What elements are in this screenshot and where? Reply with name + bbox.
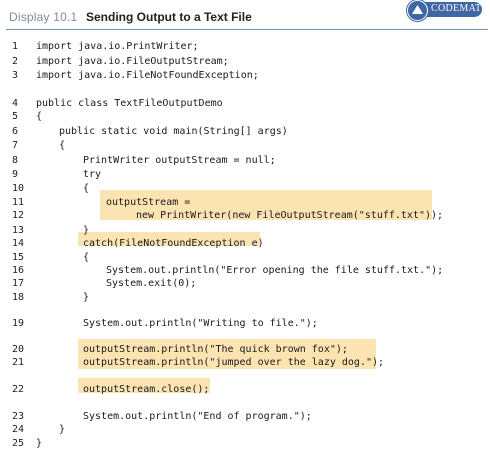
display-header: Display 10.1 Sending Output to a Text Fi… [0, 0, 490, 32]
code-line: 1 import java.io.PrintWriter; [0, 41, 490, 54]
code-text: new PrintWriter(new FileOutputStream("st… [136, 210, 444, 221]
code-line: 2 import java.io.FileOutputStream; [0, 56, 490, 69]
code-text: PrintWriter outputStream = null; [83, 155, 276, 166]
code-text: } [83, 225, 90, 236]
code-line: 14 catch(FileNotFoundException e) [0, 238, 490, 251]
code-line: 5{ [0, 111, 490, 124]
badge-label: CODEMATE [431, 3, 488, 14]
code-line: 7{ [0, 140, 490, 153]
code-line: 9 try [0, 169, 490, 182]
code-text: { [59, 140, 66, 151]
code-text: { [36, 111, 43, 122]
line-number: 21 [12, 357, 25, 368]
code-text: catch(FileNotFoundException e) [83, 238, 264, 249]
line-number: 18 [12, 292, 25, 303]
code-text: outputStream.println("The quick brown fo… [83, 344, 348, 355]
line-number: 5 [12, 111, 19, 122]
code-line: 4 public class TextFileOutputDemo [0, 98, 490, 111]
line-number: 6 [12, 126, 19, 137]
code-line: 18} [0, 292, 490, 305]
code-text: import java.io.FileOutputStream; [36, 56, 229, 67]
code-line: 20 outputStream.println("The quick brown … [0, 344, 490, 357]
line-number: 15 [12, 252, 25, 263]
code-line: 17 System.exit(0); [0, 278, 490, 291]
line-number: 22 [12, 384, 25, 395]
code-line: 15 { [0, 252, 490, 265]
line-number: 20 [12, 344, 25, 355]
code-text: System.exit(0); [106, 278, 197, 289]
code-text: try [83, 169, 102, 180]
code-text: } [36, 438, 43, 449]
highlight-try-block [100, 190, 432, 220]
code-text: System.out.println("Error opening the fi… [106, 265, 444, 276]
code-line: 3 import java.io.FileNotFoundException; [0, 70, 490, 83]
code-text: { [83, 252, 90, 263]
line-number: 16 [12, 265, 25, 276]
code-line: 12 new PrintWriter(new FileOutputStream("… [0, 210, 490, 223]
line-number: 4 [12, 98, 19, 109]
line-number: 12 [12, 210, 25, 221]
code-line: 19 System.out.println("Writing to file.")… [0, 318, 490, 331]
code-line: 8 PrintWriter outputStream = null; [0, 155, 490, 168]
code-text: } [59, 424, 66, 435]
codemate-badge: CODEMATE [405, 0, 488, 21]
code-line: 23 System.out.println("End of program."); [0, 411, 490, 424]
code-text: public static void main(String[] args) [59, 126, 288, 137]
highlight-close [78, 378, 210, 393]
code-line: 11 outputStream = [0, 197, 490, 210]
code-text: import java.io.FileNotFoundException; [36, 70, 259, 81]
highlight-catch [78, 232, 260, 246]
header-rule [6, 29, 488, 30]
highlight-println-block [78, 339, 376, 369]
line-number: 2 [12, 56, 19, 67]
line-number: 1 [12, 41, 19, 52]
code-text: System.out.println("Writing to file."); [83, 318, 318, 329]
line-number: 3 [12, 70, 19, 81]
code-text: } [83, 292, 90, 303]
code-text: outputStream.close(); [83, 384, 210, 395]
line-number: 11 [12, 197, 25, 208]
line-number: 7 [12, 140, 19, 151]
line-number: 25 [12, 438, 25, 449]
display-title: Sending Output to a Text File [86, 10, 252, 24]
code-line: 10 { [0, 183, 490, 196]
line-number: 10 [12, 183, 25, 194]
line-number: 9 [12, 169, 19, 180]
display-number: Display 10.1 [9, 10, 78, 24]
code-line: 16 System.out.println("Error opening the … [0, 265, 490, 278]
line-number: 23 [12, 411, 25, 422]
code-text: System.out.println("End of program."); [83, 411, 312, 422]
line-number: 17 [12, 278, 25, 289]
badge-pill [415, 2, 482, 17]
code-text: import java.io.PrintWriter; [36, 41, 199, 52]
arrow-up-icon [407, 0, 428, 21]
code-line: 25} [0, 438, 490, 451]
code-text: { [83, 183, 90, 194]
line-number: 8 [12, 155, 19, 166]
code-text: public class TextFileOutputDemo [36, 98, 223, 109]
code-text: outputStream = [106, 197, 191, 208]
code-line: 6 public static void main(String[] args) [0, 126, 490, 139]
line-number: 13 [12, 225, 25, 236]
line-number: 14 [12, 238, 25, 249]
code-text: outputStream.println("jumped over the la… [83, 357, 385, 368]
code-line: 24} [0, 424, 490, 437]
code-line: 22 outputStream.close(); [0, 384, 490, 397]
code-line: 21 outputStream.println("jumped over the … [0, 357, 490, 370]
line-number: 19 [12, 318, 25, 329]
code-line: 13} [0, 225, 490, 238]
line-number: 24 [12, 424, 25, 435]
